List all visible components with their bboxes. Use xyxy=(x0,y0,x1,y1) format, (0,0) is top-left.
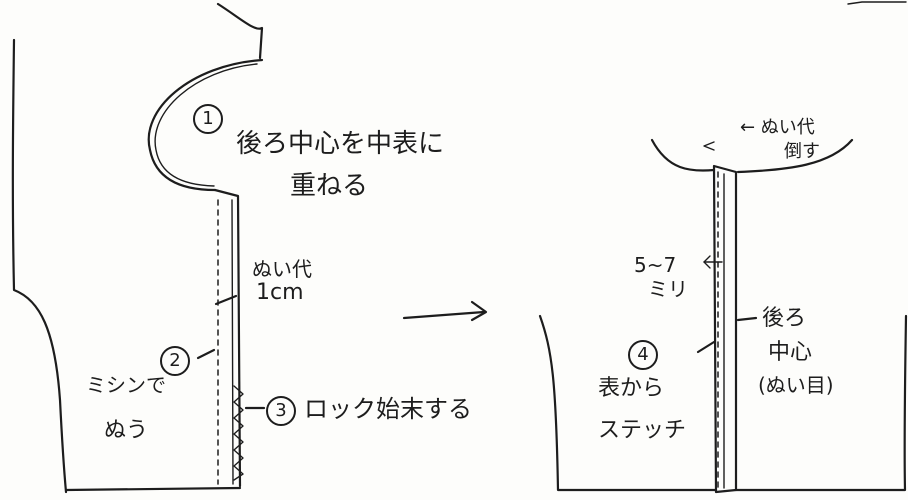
left-garment-edge xyxy=(11,38,68,494)
left-hem-line xyxy=(64,486,242,492)
pointer-stitch-width-head xyxy=(703,255,711,269)
pointer-center-back xyxy=(736,316,758,322)
center-back-line1: 後ろ xyxy=(762,306,807,331)
pointer-seam-allowance xyxy=(214,294,238,306)
step1-number: 1 xyxy=(193,104,223,134)
top-notch-line xyxy=(216,2,264,60)
right-neckline-curve-2 xyxy=(736,138,854,174)
center-back-line3: (ぬい目) xyxy=(758,373,834,397)
center-back-line2: 中心 xyxy=(768,340,813,365)
left-panel-drawing xyxy=(11,2,266,494)
transition-arrow xyxy=(402,300,488,322)
neckline-inner-curve xyxy=(154,63,258,187)
right-neckline-curve xyxy=(650,138,716,172)
seam-allowance-line2: 1cm xyxy=(256,280,304,305)
step3-number: 3 xyxy=(266,396,296,426)
step4-text-line1: 表から xyxy=(598,376,665,401)
step2-number: 2 xyxy=(160,346,190,376)
step1-text-line1: 後ろ中心を中表に xyxy=(236,129,445,159)
center-back-edge xyxy=(213,188,242,488)
right-panel-drawing xyxy=(538,1,908,494)
step1-text-line2: 重ねる xyxy=(290,171,369,201)
pointer-step2 xyxy=(196,348,216,360)
step4-marker: 4 xyxy=(628,340,658,370)
step4-text-line2: ステッチ xyxy=(598,418,687,443)
seam-allowance-line1: ぬい代 xyxy=(252,257,312,281)
press-note-line2: 倒す xyxy=(784,141,820,162)
right-garment-right-edge xyxy=(734,314,908,492)
stitch-width-line2: ミリ xyxy=(648,277,688,301)
step3-text: ロック始末する xyxy=(304,395,472,423)
press-note-line1: ← ぬい代 xyxy=(740,117,815,138)
step1-marker: 1 xyxy=(193,104,223,134)
step2-marker: 2 xyxy=(160,346,190,376)
press-arrow-head xyxy=(703,141,715,151)
step2-text-line1: ミシンで xyxy=(86,373,166,397)
stitch-width-line1: 5~7 xyxy=(634,253,677,277)
neckline-curve xyxy=(147,58,264,192)
overlock-zigzag xyxy=(233,385,244,481)
corner-mark xyxy=(847,1,907,5)
right-garment-left-edge xyxy=(538,314,718,492)
step2-text-line2: ぬう xyxy=(104,418,149,443)
step4-number: 4 xyxy=(628,340,658,370)
center-back-inner xyxy=(231,199,234,485)
step3-marker: 3 xyxy=(266,396,296,426)
pointer-step4 xyxy=(696,340,716,354)
